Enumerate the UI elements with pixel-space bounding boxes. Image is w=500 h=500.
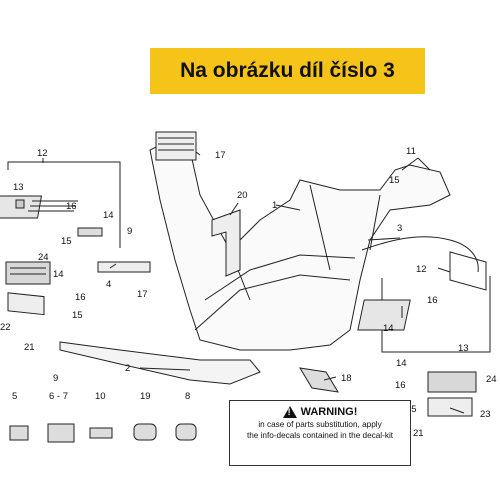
label-22: 22 (0, 322, 11, 333)
left-footrest-bracket (7, 292, 45, 316)
label-2: 2 (125, 363, 130, 374)
label-13-right: 13 (458, 343, 469, 354)
footrest-group-bracket (7, 161, 121, 248)
label-10: 10 (95, 391, 106, 402)
label-3: 3 (397, 223, 402, 234)
label-23: 23 (480, 409, 491, 420)
part-8-grommet (175, 423, 197, 441)
bracket-4 (97, 261, 151, 273)
bracket-20 (211, 209, 241, 277)
warning-line-2: the info-decals contained in the decal-k… (246, 430, 394, 440)
label-24-right: 24 (486, 374, 497, 385)
footrest-small-part (15, 199, 25, 209)
label-8: 8 (185, 391, 190, 402)
right-footrest (427, 371, 477, 393)
steering-head-tube (155, 131, 197, 161)
left-footrest (5, 261, 51, 285)
label-1: 1 (272, 200, 277, 211)
label-21-left: 21 (24, 342, 35, 353)
label-20: 20 (237, 190, 248, 201)
warning-icon (282, 406, 297, 418)
label-12-right: 12 (416, 264, 427, 275)
part-6-7-plate (47, 423, 75, 443)
part-19-grommet (133, 423, 157, 441)
label-12-left: 12 (37, 148, 48, 159)
part-number-banner: Na obrázku díl číslo 3 (150, 48, 425, 94)
label-16-left: 16 (66, 201, 77, 212)
label-17-top: 17 (215, 150, 226, 161)
warning-decal-notice: WARNING! in case of parts substitution, … (229, 400, 411, 466)
label-9-upper: 9 (127, 226, 132, 237)
label-17-mid: 17 (137, 289, 148, 300)
warning-title-text: WARNING! (300, 406, 358, 418)
main-frame (149, 139, 451, 351)
footrest-rubber-pad (0, 195, 43, 219)
label-14-right: 14 (383, 323, 394, 334)
label-15-left-b: 15 (72, 310, 83, 321)
right-footrest-pad (357, 299, 411, 331)
banner-text: Na obrázku díl číslo 3 (180, 59, 395, 82)
label-13-left: 13 (13, 182, 24, 193)
trim-strip-18 (299, 367, 339, 393)
label-11: 11 (406, 146, 416, 157)
label-6-7: 6 - 7 (49, 391, 68, 402)
label-9-lower: 9 (53, 373, 58, 384)
right-footrest-bracket (427, 397, 473, 417)
label-14-left-b: 14 (53, 269, 64, 280)
label-18: 18 (341, 373, 352, 384)
label-15-right-b: 15 (406, 404, 417, 415)
label-4: 4 (106, 279, 111, 290)
label-21-right: 21 (413, 428, 424, 439)
label-14-left: 14 (103, 210, 114, 221)
warning-heading: WARNING! (230, 406, 410, 418)
label-14-right-b: 14 (396, 358, 407, 369)
label-16-left-b: 16 (75, 292, 86, 303)
label-15-left: 15 (61, 236, 72, 247)
label-19: 19 (140, 391, 151, 402)
label-24-left: 24 (38, 252, 49, 263)
label-16-right: 16 (427, 295, 438, 306)
label-15-frame: 15 (389, 175, 400, 186)
warning-line-1: in case of parts substitution, apply (258, 420, 382, 429)
label-16-right-b: 16 (395, 380, 406, 391)
footrest-pin (77, 227, 103, 237)
pillion-bar (449, 251, 487, 291)
part-10-clip (89, 427, 113, 439)
floor-panel (59, 341, 261, 385)
cable-3 (361, 236, 479, 273)
warning-body: in case of parts substitution, apply the… (230, 420, 410, 441)
part-5-clip (9, 425, 29, 441)
label-5: 5 (12, 391, 17, 402)
